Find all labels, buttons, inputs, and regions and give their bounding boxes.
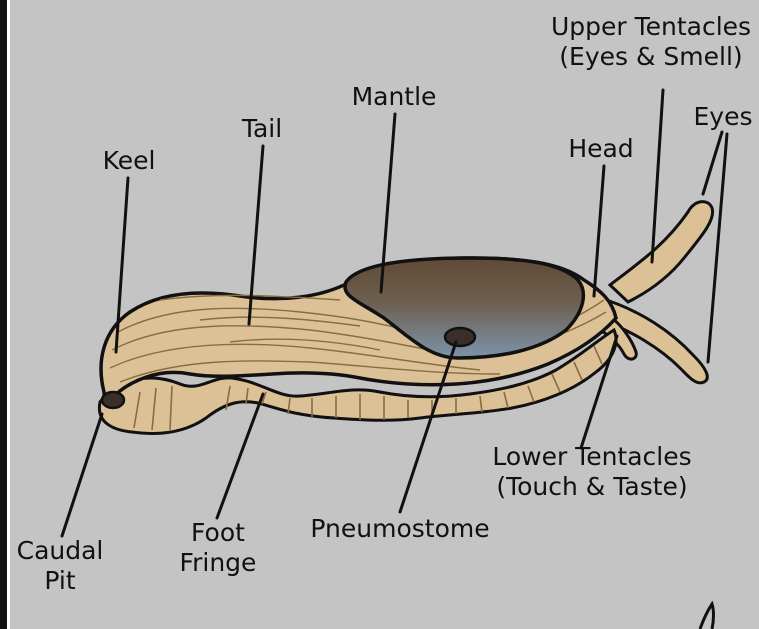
label-caudal-pit-line1: Caudal — [8, 536, 112, 566]
pneumostome-hole — [445, 328, 475, 346]
label-eyes: Eyes — [689, 102, 757, 132]
label-tail: Tail — [232, 114, 292, 144]
label-pneumostome-text: Pneumostome — [300, 514, 500, 544]
leader-head — [594, 166, 604, 296]
label-head: Head — [563, 134, 639, 164]
label-pneumostome: Pneumostome — [300, 514, 500, 544]
caudal-pit-hole — [102, 392, 124, 408]
leader-eyes-upper — [703, 132, 722, 194]
frame-border — [0, 0, 7, 629]
label-head-text: Head — [563, 134, 639, 164]
label-upper-tentacles: Upper Tentacles (Eyes & Smell) — [543, 12, 759, 72]
label-foot-fringe-line2: Fringe — [168, 548, 268, 578]
signature-mark — [700, 604, 714, 629]
label-caudal-pit-line2: Pit — [8, 566, 112, 596]
label-keel-text: Keel — [94, 146, 164, 176]
leader-caudal-pit — [62, 414, 102, 536]
frame-border-highlight — [7, 0, 10, 629]
label-foot-fringe: Foot Fringe — [168, 518, 268, 578]
label-keel: Keel — [94, 146, 164, 176]
upper-tentacle — [610, 202, 713, 302]
label-lower-tentacles-line1: Lower Tentacles — [482, 442, 702, 472]
label-eyes-text: Eyes — [689, 102, 757, 132]
label-lower-tentacles: Lower Tentacles (Touch & Taste) — [482, 442, 702, 502]
leader-upper-tentacles — [652, 90, 663, 262]
label-caudal-pit: Caudal Pit — [8, 536, 112, 596]
label-mantle: Mantle — [344, 82, 444, 112]
label-tail-text: Tail — [232, 114, 292, 144]
leader-foot-fringe — [217, 394, 263, 518]
label-upper-tentacles-line1: Upper Tentacles — [543, 12, 759, 42]
label-upper-tentacles-line2: (Eyes & Smell) — [543, 42, 759, 72]
label-lower-tentacles-line2: (Touch & Taste) — [482, 472, 702, 502]
label-foot-fringe-line1: Foot — [168, 518, 268, 548]
label-mantle-text: Mantle — [344, 82, 444, 112]
